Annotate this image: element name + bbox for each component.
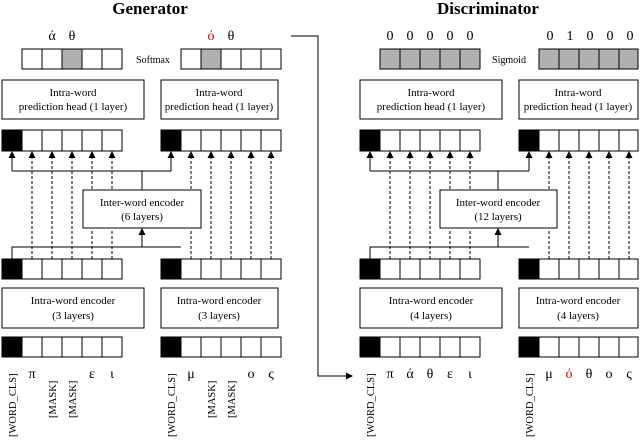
generator-title: Generator xyxy=(112,0,188,18)
generator-input-row-right xyxy=(160,336,282,358)
generator-softmax-row-right xyxy=(180,48,282,70)
generator-intra-left-line1: Intra-word encoder xyxy=(31,295,116,307)
disc-bit-right-4: 0 xyxy=(607,29,614,44)
generator-intra-word-encoder-right xyxy=(160,287,279,329)
generator-connectors xyxy=(8,151,275,259)
generator-inter-line1: Inter-word encoder xyxy=(100,197,185,209)
generator-intra-right-line2: (3 layers) xyxy=(198,310,240,322)
generator-intra-right-line1: Intra-word encoder xyxy=(177,295,262,307)
disc-head-right-line2: prediction head (1 layer) xyxy=(524,101,633,113)
generator-intra-word-encoder-left xyxy=(1,287,145,329)
discriminator-intra-word-encoder-left xyxy=(359,287,503,329)
disc-token-left-6: ι xyxy=(468,367,472,382)
generator-pred-right-2: θ xyxy=(228,29,235,44)
discriminator-sigmoid-row-right xyxy=(538,48,639,70)
disc-inter-line2: (12 layers) xyxy=(474,211,522,223)
disc-bit-left-5: 0 xyxy=(467,29,474,44)
discriminator-input-row-left xyxy=(359,336,481,358)
discriminator-input-row-right xyxy=(518,336,639,358)
softmax-label: Softmax xyxy=(136,55,170,66)
generator-pred-right-1: ό xyxy=(208,29,215,44)
disc-bit-left-1: 0 xyxy=(387,29,394,44)
discriminator-embedding-row-left xyxy=(359,258,481,280)
disc-token-left-cls: [WORD_CLS] xyxy=(366,373,377,437)
generator-head-left-line1: Intra-word xyxy=(49,87,97,99)
disc-bit-right-3: 0 xyxy=(587,29,594,44)
discriminator-connectors xyxy=(366,151,633,259)
gen-token-right-2: μ xyxy=(187,367,195,382)
gen-token-right-5: ο xyxy=(248,367,255,382)
discriminator-intra-word-encoder-right xyxy=(518,287,639,329)
disc-bit-left-2: 0 xyxy=(407,29,414,44)
generator-inter-line2: (6 layers) xyxy=(121,211,163,223)
disc-intra-left-line1: Intra-word encoder xyxy=(389,295,474,307)
generator-head-right-line1: Intra-word xyxy=(195,87,243,99)
discriminator-title: Discriminator xyxy=(437,0,539,18)
generator-intra-left-line2: (3 layers) xyxy=(52,310,94,322)
disc-bit-right-2: 1 xyxy=(567,29,574,44)
generator-inter-word-encoder xyxy=(82,189,202,229)
generator-prediction-head-left xyxy=(1,79,145,120)
generator-input-row-left xyxy=(1,336,123,358)
disc-token-right-cls: [WORD_CLS] xyxy=(525,373,536,437)
disc-intra-right-line1: Intra-word encoder xyxy=(536,295,621,307)
generator-prediction-head-right xyxy=(160,79,279,120)
gen-token-right-3: [MASK] xyxy=(207,381,218,418)
gen-token-left-6: ι xyxy=(110,367,114,382)
disc-token-right-2: μ xyxy=(545,367,553,382)
disc-bit-left-4: 0 xyxy=(447,29,454,44)
gen-token-left-cls: [WORD_CLS] xyxy=(8,373,19,437)
disc-head-left-line1: Intra-word xyxy=(407,87,455,99)
discriminator-prediction-head-left xyxy=(359,79,503,120)
disc-head-left-line2: prediction head (1 layer) xyxy=(377,101,486,113)
disc-intra-right-line2: (4 layers) xyxy=(557,310,599,322)
gen-token-right-cls: [WORD_CLS] xyxy=(167,373,178,437)
generator-to-discriminator-arrow xyxy=(291,35,353,380)
disc-token-left-4: θ xyxy=(427,367,434,382)
disc-token-right-4: θ xyxy=(586,367,593,382)
disc-token-left-5: ε xyxy=(447,367,453,382)
gen-token-left-5: ε xyxy=(89,367,95,382)
gen-token-right-6: ς xyxy=(268,367,274,382)
generator-head-left-line2: prediction head (1 layer) xyxy=(19,101,128,113)
disc-token-right-5: ο xyxy=(606,367,613,382)
disc-token-right-3: ό xyxy=(566,367,573,382)
disc-bit-right-5: 0 xyxy=(627,29,634,44)
generator-softmax-row-left xyxy=(21,48,123,70)
sigmoid-label: Sigmoid xyxy=(492,55,526,66)
gen-token-left-3: [MASK] xyxy=(48,381,59,418)
generator-embedding-row-right xyxy=(160,258,282,280)
gen-token-right-4: [MASK] xyxy=(227,381,238,418)
disc-token-left-2: π xyxy=(386,367,393,382)
generator-embedding-row-left xyxy=(1,258,123,280)
disc-bit-right-1: 0 xyxy=(547,29,554,44)
gen-token-left-4: [MASK] xyxy=(68,381,79,418)
generator-pred-left-2: θ xyxy=(69,29,76,44)
generator-pred-left-1: ά xyxy=(48,29,56,44)
discriminator-sigmoid-row-left xyxy=(379,48,481,70)
generator-head-right-line2: prediction head (1 layer) xyxy=(165,101,274,113)
discriminator-output-row-left xyxy=(359,129,481,152)
disc-token-left-3: ά xyxy=(406,367,414,382)
generator-output-row-left xyxy=(1,129,123,152)
discriminator-output-row-right xyxy=(518,129,639,152)
disc-head-right-line1: Intra-word xyxy=(554,87,602,99)
discriminator-prediction-head-right xyxy=(518,79,639,120)
generator-output-row-right xyxy=(160,129,282,152)
disc-bit-left-3: 0 xyxy=(427,29,434,44)
disc-inter-line1: Inter-word encoder xyxy=(456,197,541,209)
gen-token-left-2: π xyxy=(28,367,35,382)
disc-intra-left-line2: (4 layers) xyxy=(410,310,452,322)
discriminator-embedding-row-right xyxy=(518,258,639,280)
disc-token-right-6: ς xyxy=(626,367,632,382)
